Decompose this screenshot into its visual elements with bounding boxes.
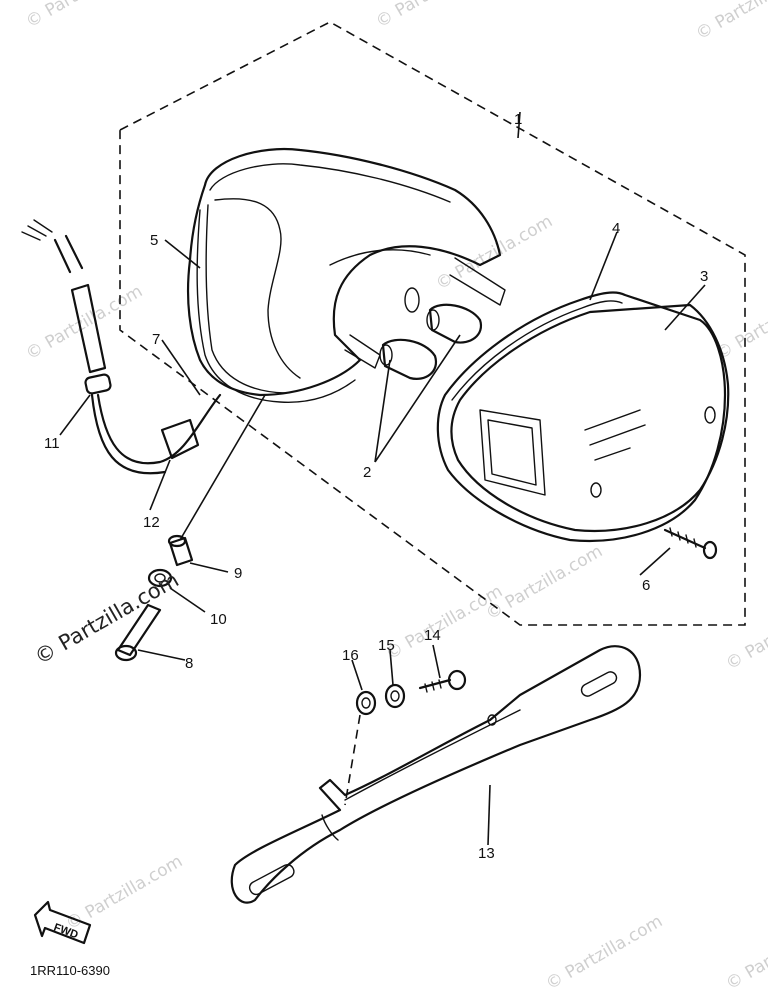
bulbs: [379, 303, 483, 380]
watermark-group: © Partzilla.com © Partzilla.com © Partzi…: [23, 0, 768, 994]
callout-8: 8: [185, 655, 193, 672]
watermark: © Partzilla.com: [723, 591, 768, 674]
watermark: © Partzilla.com: [23, 281, 147, 364]
watermark: © Partzilla.com: [373, 0, 497, 32]
watermark: © Partzilla.com: [383, 581, 507, 664]
callout-13: 13: [478, 845, 495, 862]
wire-grommet: [84, 373, 112, 395]
callout-labels: 1 2 3 4 5 6 7 8 9 10 11 12 13 14 15 16: [44, 111, 708, 862]
callout-12: 12: [143, 514, 160, 531]
callout-4: 4: [612, 220, 620, 237]
callout-2: 2: [363, 464, 371, 481]
callout-6: 6: [642, 577, 650, 594]
tail-light-lens: [450, 303, 730, 532]
callout-16: 16: [342, 647, 359, 664]
callout-14: 14: [424, 627, 441, 644]
watermark: © Partzilla.com: [483, 541, 607, 624]
lens-gasket: [436, 291, 727, 542]
callout-1: 1: [514, 111, 522, 128]
callout-9: 9: [234, 565, 242, 582]
leader-lines: [59, 111, 706, 846]
lens-screw: [663, 527, 718, 560]
diagram-code: 1RR110-6390: [30, 963, 110, 978]
lamp-housing: [186, 148, 506, 403]
watermark: © Partzilla.com: [693, 0, 768, 44]
watermark: © Partzilla.com: [723, 911, 768, 994]
callout-10: 10: [210, 611, 227, 628]
harness-clamp: [160, 418, 200, 460]
assembly-boundary: [119, 21, 746, 626]
callout-7: 7: [152, 331, 160, 348]
callout-3: 3: [700, 268, 708, 285]
callout-5: 5: [150, 232, 158, 249]
callout-15: 15: [378, 637, 395, 654]
bracket-hardware: [344, 669, 467, 806]
watermark: © Partzilla.com: [543, 911, 667, 994]
wiring-harness: [21, 219, 222, 475]
callout-11: 11: [44, 435, 60, 452]
license-bracket: [230, 645, 642, 904]
watermark: © Partzilla.com: [23, 0, 147, 32]
